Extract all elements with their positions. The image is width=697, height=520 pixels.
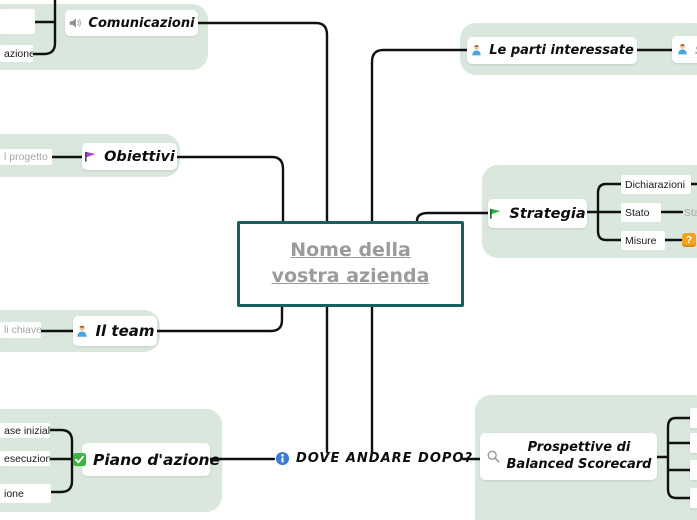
- chip-label: esecuzione: [4, 452, 50, 465]
- chip-label: Stato: [625, 206, 650, 219]
- person-icon: [75, 324, 89, 339]
- node-il-team[interactable]: Il team: [73, 316, 157, 346]
- node-il-team-label: Il team: [95, 322, 155, 340]
- truncated-node-right-1[interactable]: [690, 408, 697, 428]
- question-mark-icon[interactable]: ?: [682, 233, 696, 247]
- chip-comunicazione-truncated[interactable]: azione: [0, 45, 33, 62]
- node-piano-dazione-label: Piano d'azione: [92, 450, 221, 469]
- prospettive-line1: Prospettive di: [527, 439, 631, 455]
- node-obiettivi[interactable]: Obiettivi: [82, 143, 177, 170]
- central-node-line1: Nome della: [290, 239, 411, 262]
- node-le-parti-interessate[interactable]: Le parti interessate: [467, 37, 637, 64]
- node-le-parti-label: Le parti interessate: [489, 43, 634, 58]
- purple-flag-icon: [84, 150, 98, 164]
- label-stato-value-truncated: Stat: [684, 204, 697, 221]
- chip-label: azione: [4, 47, 33, 60]
- node-comunicazioni[interactable]: Comunicazioni: [65, 10, 198, 36]
- chip-label: li chiave: [4, 324, 41, 336]
- node-stakeholder-label: S: [695, 43, 697, 57]
- truncated-node-right-3[interactable]: [690, 460, 697, 480]
- chip-stato[interactable]: Stato: [621, 203, 661, 222]
- chip-piano-truncated[interactable]: ione: [0, 484, 51, 503]
- person-icon: [470, 43, 483, 58]
- question-mark-glyph: ?: [685, 234, 693, 246]
- truncated-node-top-left[interactable]: [0, 9, 35, 34]
- checkbox-icon: [72, 452, 87, 467]
- chip-team-truncated[interactable]: li chiave: [0, 322, 41, 338]
- central-node-company-name[interactable]: Nome della vostra azienda: [237, 221, 464, 307]
- chip-esecuzione[interactable]: esecuzione: [0, 451, 50, 466]
- truncated-node-right-2[interactable]: [690, 433, 697, 453]
- node-prospettive-label: Prospettive di Balanced Scorecard: [507, 440, 652, 474]
- truncated-node-right-4[interactable]: [690, 488, 697, 508]
- central-node-line2: vostra azienda: [271, 265, 430, 287]
- info-icon: [275, 451, 290, 466]
- node-piano-dazione[interactable]: Piano d'azione: [72, 443, 220, 476]
- chip-misure[interactable]: Misure: [621, 231, 665, 250]
- green-flag-icon: [489, 207, 503, 221]
- chip-label: ione: [4, 487, 24, 500]
- node-dove-label: DOVE ANDARE DOPO?: [296, 451, 474, 466]
- node-strategia[interactable]: Strategia: [488, 199, 587, 228]
- chip-label: Misure: [625, 234, 657, 247]
- prospettive-line2: Balanced Scorecard: [506, 456, 652, 472]
- node-dove-andare-dopo[interactable]: DOVE ANDARE DOPO?: [275, 451, 473, 466]
- magnifier-icon: [486, 449, 501, 464]
- chip-label: Dichiarazioni: [625, 178, 686, 191]
- speaker-icon: [68, 16, 82, 30]
- node-obiettivi-label: Obiettivi: [104, 148, 175, 165]
- chip-dichiarazioni[interactable]: Dichiarazioni: [621, 175, 691, 194]
- chip-label: l progetto: [4, 151, 48, 163]
- person-icon: [676, 42, 689, 57]
- node-prospettive-balanced-scorecard[interactable]: Prospettive di Balanced Scorecard: [480, 433, 657, 480]
- node-strategia-label: Strategia: [509, 205, 586, 222]
- node-stakeholder-truncated[interactable]: S: [672, 36, 697, 63]
- chip-label: Stat: [684, 206, 697, 219]
- node-comunicazioni-label: Comunicazioni: [88, 15, 195, 31]
- chip-obiettivi-truncated[interactable]: l progetto: [0, 149, 52, 165]
